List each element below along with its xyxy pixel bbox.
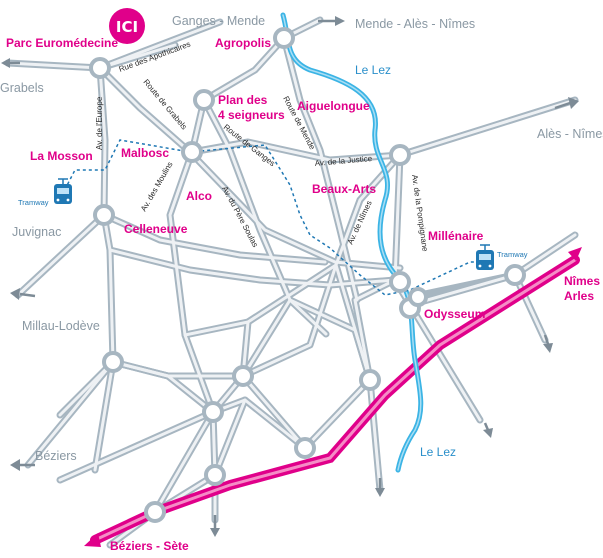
junction-av-justice bbox=[389, 144, 411, 166]
destination-mende-ales-nimes: Mende - Alès - Nîmes bbox=[355, 17, 475, 31]
tramway-label-right: Tramway bbox=[497, 250, 528, 259]
arrow-nimes-arles bbox=[568, 247, 582, 261]
ici-label: ICI bbox=[116, 18, 138, 36]
junction-juvignac bbox=[93, 204, 115, 226]
destination-arles: Arles bbox=[564, 289, 594, 303]
highway-arrows bbox=[84, 247, 582, 547]
junction-malbosc bbox=[181, 141, 203, 163]
district-juvignac: Juvignac bbox=[12, 225, 61, 239]
destination-nimes: Nîmes bbox=[564, 274, 600, 288]
tramway-icon-left bbox=[54, 178, 72, 204]
river-label-bottom: Le Lez bbox=[420, 445, 456, 459]
arrow-ales-nimes bbox=[554, 97, 579, 110]
place-aiguelongue: Aiguelongue bbox=[297, 99, 370, 113]
junction-agropolis bbox=[273, 27, 295, 49]
destination-beziers-sete: Béziers - Sète bbox=[110, 539, 189, 553]
junction-millenaire bbox=[389, 271, 411, 293]
junction-grabels bbox=[89, 57, 111, 79]
destination-ales-nimes: Alès - Nîmes bbox=[537, 127, 603, 141]
place-beaux-arts: Beaux-Arts bbox=[312, 182, 376, 196]
place-celleneuve: Celleneuve bbox=[124, 222, 188, 236]
destination-millau-lodeve: Millau-Lodève bbox=[22, 319, 100, 333]
street-av-de-l-europe: Av. de l'Europe bbox=[95, 96, 104, 150]
junction-south-east bbox=[359, 369, 381, 391]
place-alco: Alco bbox=[186, 189, 212, 203]
river-label-top: Le Lez bbox=[355, 63, 391, 77]
you-are-here-marker: ICI bbox=[109, 8, 145, 44]
junction-millau-lodeve bbox=[102, 351, 124, 373]
arrow-grabels-west bbox=[1, 58, 20, 68]
place-la-mosson: La Mosson bbox=[30, 149, 93, 163]
direction-arrows bbox=[1, 16, 579, 537]
place-parc-euromedecine: Parc Euromédecine bbox=[6, 36, 118, 50]
junction-nodes bbox=[89, 27, 526, 523]
street-route-de-grabels: Route de Grabels bbox=[141, 78, 188, 132]
junction-odysseum-east bbox=[408, 287, 428, 307]
tramway-label-left: Tramway bbox=[18, 198, 49, 207]
place-agropolis: Agropolis bbox=[215, 36, 271, 50]
ici-badge bbox=[109, 8, 145, 44]
junction-plan-des-4-seigneurs bbox=[193, 89, 215, 111]
arrow-mende-ales-nimes bbox=[318, 16, 345, 26]
arrow-south-1 bbox=[375, 478, 385, 497]
junction-nimes-arles bbox=[504, 264, 526, 286]
place-plan-des-4-seigneurs-line1: Plan des bbox=[218, 93, 268, 107]
street-av-des-moulins: Av. des Moulins bbox=[139, 160, 175, 213]
junction-beziers-south bbox=[204, 464, 226, 486]
river-le-lez bbox=[280, 12, 424, 473]
junction-south bbox=[294, 437, 316, 459]
arrow-beziers-sete bbox=[84, 533, 101, 547]
destination-ganges-mende: Ganges - Mende bbox=[172, 14, 265, 28]
place-plan-des-4-seigneurs-line2: 4 seigneurs bbox=[218, 108, 285, 122]
destination-beziers: Béziers bbox=[35, 449, 77, 463]
district-grabels: Grabels bbox=[0, 81, 44, 95]
arrow-millau-lodeve bbox=[10, 288, 36, 300]
junction-beziers-sete bbox=[144, 501, 166, 523]
junction-south-west bbox=[202, 401, 224, 423]
street-av-de-la-pompignane: Av. de la Pompignane bbox=[410, 174, 430, 253]
arrow-beziers bbox=[10, 459, 35, 471]
place-malbosc: Malbosc bbox=[121, 146, 169, 160]
place-odysseum: Odysseum bbox=[424, 307, 485, 321]
arrow-south-3 bbox=[483, 422, 493, 438]
arrow-south-2 bbox=[210, 515, 220, 537]
place-millenaire: Millénaire bbox=[428, 229, 484, 243]
junction-center-south bbox=[232, 365, 254, 387]
tramway-icon-right bbox=[476, 244, 494, 270]
arrow-south-4 bbox=[543, 334, 553, 353]
